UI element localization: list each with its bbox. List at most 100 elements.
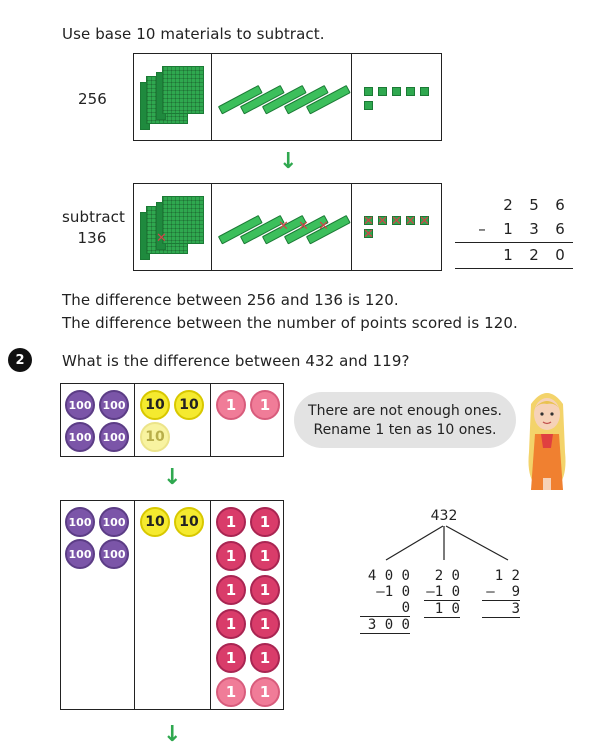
question-number-badge: 2 xyxy=(8,348,32,372)
cross-icon: ✕ xyxy=(419,214,430,229)
one-disc: 1 xyxy=(250,541,280,571)
partition-top-number: 432 xyxy=(430,508,458,524)
subtract-label: subtract 136 xyxy=(62,208,126,247)
ones-column: 1 1 xyxy=(211,384,283,456)
subtract-number: 136 xyxy=(77,229,107,247)
base10-box-subtract: ✕ ✕ ✕ ✕ ✕ ✕ ✕ ✕ ✕ ✕ xyxy=(133,183,442,271)
one-cube xyxy=(364,87,373,96)
tens-cell xyxy=(212,54,352,140)
ten-disc: 10 xyxy=(140,390,170,420)
one-cube xyxy=(364,229,373,238)
speech-line-2: Rename 1 ten as 10 ones. xyxy=(313,421,497,438)
cross-icon: ✕ xyxy=(363,214,374,229)
hundreds-cell xyxy=(134,54,212,140)
ten-disc: 10 xyxy=(140,507,170,537)
tens-column: 10 10 10 xyxy=(135,384,211,456)
one-cube xyxy=(378,87,387,96)
hundred-disc: 100 xyxy=(65,422,95,452)
one-cube xyxy=(378,216,387,225)
one-disc: 1 xyxy=(250,507,280,537)
digit: 6 xyxy=(555,196,565,214)
ones-cell xyxy=(352,54,441,140)
cross-icon: ✕ xyxy=(318,219,329,234)
first-number-label: 256 xyxy=(78,90,107,108)
digit: 1 xyxy=(503,246,513,264)
one-disc: 1 xyxy=(216,643,246,673)
one-disc: 1 xyxy=(216,575,246,605)
partition-value: – 9 xyxy=(482,584,520,601)
tens-column: 10 10 xyxy=(135,501,211,709)
hundred-disc: 100 xyxy=(99,507,129,537)
cross-icon: ✕ xyxy=(405,214,416,229)
one-disc: 1 xyxy=(250,575,280,605)
digit: 2 xyxy=(529,246,539,264)
partition-col-hundreds: 4 0 0 –1 0 0 3 0 0 xyxy=(360,568,410,634)
partition-value: –1 0 xyxy=(424,584,460,601)
hundreds-column: 100 100 100 100 xyxy=(61,501,135,709)
statement-2: The difference between the number of poi… xyxy=(62,314,518,332)
one-disc: 1 xyxy=(216,541,246,571)
minus-sign: – xyxy=(478,220,486,238)
hundreds-column: 100 100 100 100 xyxy=(61,384,135,456)
one-disc: 1 xyxy=(250,390,280,420)
digit: 1 xyxy=(503,220,513,238)
place-value-chart-432: 100 100 100 100 10 10 10 1 1 xyxy=(60,383,284,457)
one-disc: 1 xyxy=(250,643,280,673)
ones-column: 1 1 1 1 1 1 1 1 1 1 1 1 xyxy=(211,501,283,709)
sum-line xyxy=(455,268,573,269)
intro-text: Use base 10 materials to subtract. xyxy=(62,25,325,43)
subtraction-result: 1 2 0 xyxy=(455,246,573,264)
one-disc: 1 xyxy=(250,677,280,707)
cross-icon: ✕ xyxy=(298,219,309,234)
column-subtraction: 2 5 6 – 1 3 6 1 2 0 xyxy=(455,196,573,269)
down-arrow-icon: ↓ xyxy=(163,722,182,747)
ten-disc: 10 xyxy=(174,507,204,537)
one-cube xyxy=(392,87,401,96)
partition-diagram: 432 4 0 0 –1 0 0 3 0 0 2 0 –1 0 1 0 1 2 … xyxy=(348,508,528,638)
cross-icon: ✕ xyxy=(377,214,388,229)
digit: 5 xyxy=(529,196,539,214)
hundred-flat xyxy=(162,196,204,244)
hundred-flat xyxy=(162,66,204,114)
speech-bubble: There are not enough ones. Rename 1 ten … xyxy=(294,392,516,448)
one-cube xyxy=(406,87,415,96)
subtract-word: subtract xyxy=(62,208,126,226)
hundreds-cell: ✕ xyxy=(134,184,212,270)
hundred-disc: 100 xyxy=(65,539,95,569)
hundred-disc: 100 xyxy=(99,539,129,569)
hundred-disc: 100 xyxy=(99,390,129,420)
one-cube xyxy=(364,216,373,225)
hundred-disc: 100 xyxy=(65,390,95,420)
one-disc: 1 xyxy=(216,390,246,420)
partition-col-ones: 1 2 – 9 3 xyxy=(482,568,520,618)
partition-lines xyxy=(385,525,509,561)
one-cube xyxy=(420,87,429,96)
one-disc: 1 xyxy=(216,507,246,537)
digit: 2 xyxy=(503,196,513,214)
down-arrow-icon: ↓ xyxy=(163,465,182,490)
statement-1: The difference between 256 and 136 is 12… xyxy=(62,291,399,309)
partition-result: 3 xyxy=(482,601,520,618)
partition-value: 1 2 xyxy=(494,568,520,584)
subtraction-row-top: 2 5 6 xyxy=(455,196,573,214)
partition-value: 4 0 0 xyxy=(367,568,410,584)
speech-line-1: There are not enough ones. xyxy=(308,402,502,419)
hundred-disc: 100 xyxy=(65,507,95,537)
one-cube xyxy=(406,216,415,225)
cross-icon: ✕ xyxy=(391,214,402,229)
one-cube xyxy=(420,216,429,225)
one-cube xyxy=(392,216,401,225)
partition-result: 3 0 0 xyxy=(360,617,410,634)
tens-cell: ✕ ✕ ✕ xyxy=(212,184,352,270)
one-cube xyxy=(364,101,373,110)
place-value-chart-renamed: 100 100 100 100 10 10 1 1 1 1 1 1 1 1 1 … xyxy=(60,500,284,710)
ones-cell: ✕ ✕ ✕ ✕ ✕ ✕ xyxy=(352,184,441,270)
partition-result: 1 0 xyxy=(424,601,460,618)
partition-col-tens: 2 0 –1 0 1 0 xyxy=(424,568,460,618)
question-text: What is the difference between 432 and 1… xyxy=(62,352,410,370)
partition-value: –1 0 0 xyxy=(360,584,410,617)
digit: 0 xyxy=(555,246,565,264)
digit: 6 xyxy=(555,220,565,238)
girl-character-icon xyxy=(521,382,573,500)
cross-icon: ✕ xyxy=(156,231,167,246)
